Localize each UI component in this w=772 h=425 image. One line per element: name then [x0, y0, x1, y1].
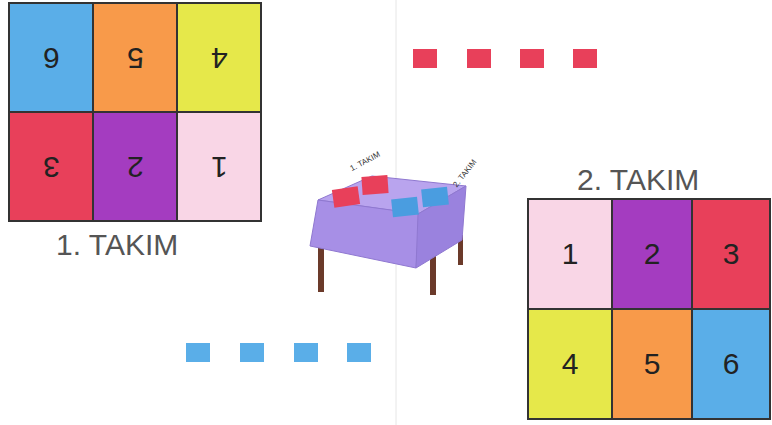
- number-cell: 1: [176, 111, 262, 222]
- number-cell: 3: [691, 198, 771, 310]
- team-label: 1. TAKIM: [56, 230, 178, 260]
- number-cell: 2: [92, 111, 178, 222]
- number-cell: 5: [611, 308, 693, 420]
- number-cell: 3: [8, 111, 94, 222]
- number-cell: 1: [527, 198, 613, 310]
- cell-number: 2: [644, 239, 661, 269]
- cell-number: 6: [43, 43, 60, 73]
- cell-number: 5: [644, 349, 661, 379]
- number-cell: 5: [92, 2, 178, 113]
- red-squares: [413, 49, 597, 68]
- table-label: 2. TAKIM: [452, 158, 478, 189]
- number-cell: 6: [8, 2, 94, 113]
- cell-number: 1: [211, 152, 228, 182]
- cell-number: 2: [127, 152, 144, 182]
- cell-number: 4: [562, 349, 579, 379]
- number-cell: 2: [611, 198, 693, 310]
- cell-number: 5: [127, 43, 144, 73]
- table: [310, 175, 466, 295]
- table-label: 1. TAKIM: [349, 151, 382, 173]
- cell-number: 3: [723, 239, 740, 269]
- number-cell: 4: [176, 2, 262, 113]
- team-label: 2. TAKIM: [577, 165, 699, 195]
- number-cell: 4: [527, 308, 613, 420]
- cell-number: 3: [43, 152, 60, 182]
- blue-squares: [186, 343, 371, 362]
- cell-number: 6: [723, 349, 740, 379]
- cell-number: 4: [211, 43, 228, 73]
- number-cell: 6: [691, 308, 771, 420]
- cell-number: 1: [562, 239, 579, 269]
